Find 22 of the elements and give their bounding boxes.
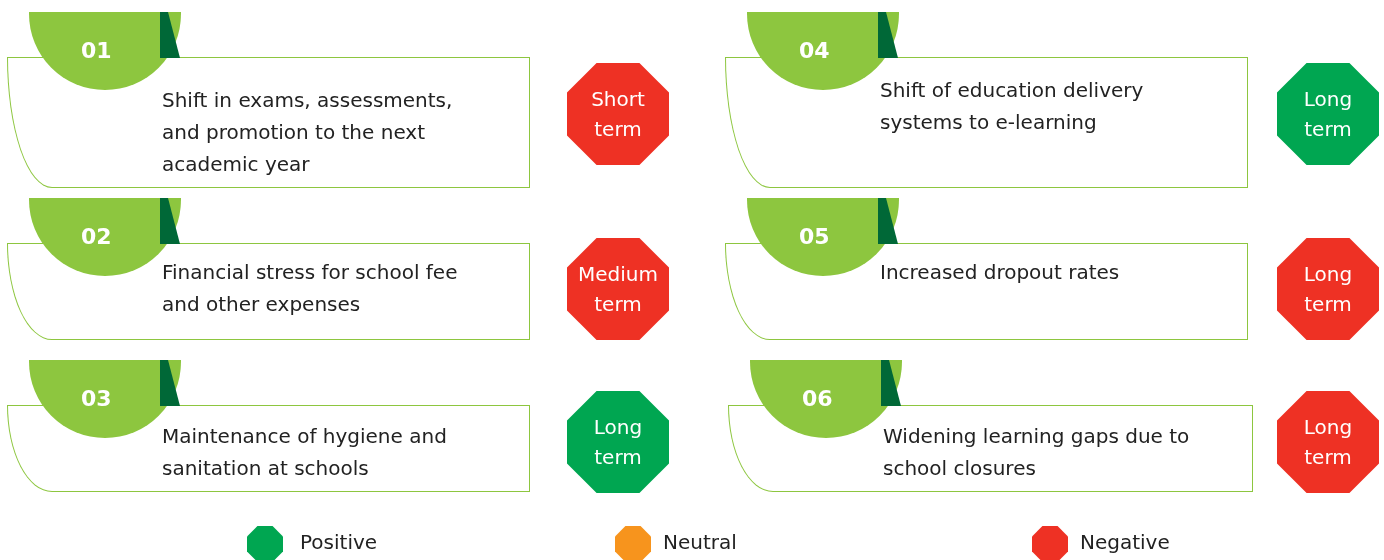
term-label: Long term — [1302, 261, 1354, 318]
number-tab: 01 — [29, 12, 181, 90]
term-octagon — [567, 63, 669, 165]
term-octagon — [567, 391, 669, 493]
legend-label: Negative — [1080, 530, 1170, 554]
term-octagon — [1277, 391, 1379, 493]
term-label: Medium term — [577, 261, 659, 318]
term-label: Long term — [592, 414, 644, 471]
term-octagon — [1277, 238, 1379, 340]
item-description: Financial stress for school fee and other expenses — [162, 259, 459, 318]
term-octagon — [567, 238, 669, 340]
term-octagon — [1277, 63, 1379, 165]
term-label: Long term — [1302, 86, 1354, 143]
item-description: Shift in exams, assessments, and promotion to the next academic year — [162, 87, 454, 178]
term-label: Long term — [1302, 414, 1354, 471]
item-description: Maintenance of hygiene and sanitation at schools — [162, 423, 448, 482]
item-description: Shift of education delivery systems to e-learning — [880, 77, 1145, 136]
term-label: Short term — [590, 86, 646, 143]
item-description: Widening learning gaps due to school closures — [883, 423, 1191, 482]
legend-label: Positive — [300, 530, 378, 554]
item-description: Increased dropout rates — [880, 259, 1121, 286]
legend-label: Neutral — [663, 530, 737, 554]
